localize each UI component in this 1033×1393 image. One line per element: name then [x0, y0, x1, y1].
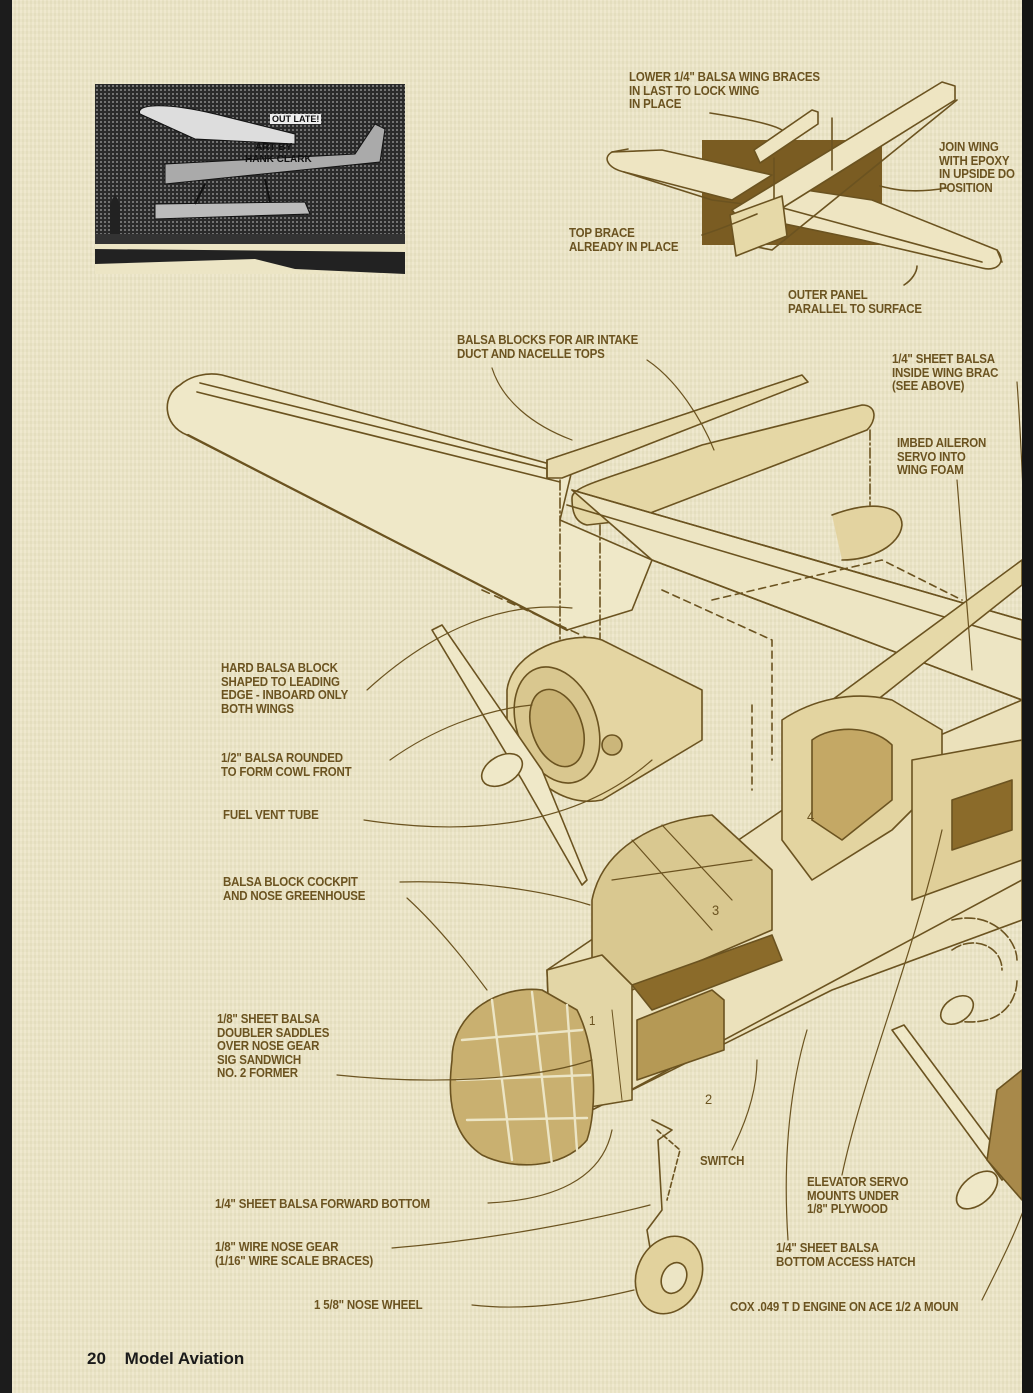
nose-greenhouse [449, 988, 595, 1167]
label-elevator-servo: ELEVATOR SERVO MOUNTS UNDER 1/8" PLYWOOD [807, 1175, 909, 1216]
label-hard-balsa: HARD BALSA BLOCK SHAPED TO LEADING EDGE … [221, 661, 349, 716]
label-sheet-balsa-inside: 1/4" SHEET BALSA INSIDE WING BRAC (SEE A… [892, 352, 999, 393]
left-nacelle [431, 624, 703, 886]
label-forward-bottom: 1/4" SHEET BALSA FORWARD BOTTOM [215, 1197, 430, 1211]
label-engine: COX .049 T D ENGINE ON ACE 1/2 A MOUN [730, 1300, 959, 1314]
label-nose-wheel: 1 5/8" NOSE WHEEL [314, 1298, 423, 1312]
label-nose-gear: 1/8" WIRE NOSE GEAR (1/16" WIRE SCALE BR… [215, 1240, 374, 1268]
label-lower-braces: LOWER 1/4" BALSA WING BRACES IN LAST TO … [629, 70, 820, 111]
label-imbed-aileron: IMBED AILERON SERVO INTO WING FOAM [897, 436, 987, 477]
magazine-name: Model Aviation [124, 1349, 245, 1368]
former-number-1: 1 [589, 1014, 596, 1028]
label-top-brace: TOP BRACE ALREADY IN PLACE [569, 226, 679, 254]
former-number-3: 3 [712, 902, 719, 918]
left-wing [166, 373, 653, 641]
label-cowl-front: 1/2" BALSA ROUNDED TO FORM COWL FRONT [221, 751, 352, 779]
label-outer-panel: OUTER PANEL PARALLEL TO SURFACE [788, 288, 922, 316]
magazine-page: OUT LATE! ART BY HANK CLARK 1 2 3 4 LOWE… [12, 0, 1022, 1393]
label-balsa-blocks: BALSA BLOCKS FOR AIR INTAKE DUCT AND NAC… [457, 333, 639, 361]
construction-drawing [166, 81, 1022, 1315]
right-engine [891, 917, 1022, 1210]
label-access-hatch: 1/4" SHEET BALSA BOTTOM ACCESS HATCH [776, 1241, 916, 1269]
cartoon-credit-line2: HANK CLARK [245, 154, 312, 165]
scan-edge [1022, 0, 1033, 1393]
label-cockpit: BALSA BLOCK COCKPIT AND NOSE GREENHOUSE [223, 875, 366, 903]
page-number: 20 [87, 1349, 106, 1368]
nacelle-top-blocks [546, 374, 875, 641]
former-number-4: 4 [807, 808, 814, 824]
label-doubler: 1/8" SHEET BALSA DOUBLER SADDLES OVER NO… [217, 1012, 330, 1080]
former-number-2: 2 [705, 1091, 712, 1107]
label-switch: SWITCH [700, 1154, 745, 1168]
nose-gear [634, 1119, 704, 1315]
wing-joining-inset [606, 81, 1003, 286]
center-wing [566, 489, 1022, 791]
label-fuel-vent: FUEL VENT TUBE [223, 808, 319, 822]
fuselage [546, 695, 1022, 1111]
cartoon-credit-line1: ART BY [255, 142, 293, 153]
leader-lines [336, 359, 1022, 1308]
cartoon-speech-bubble: OUT LATE! [270, 114, 322, 124]
label-join-wing: JOIN WING WITH EPOXY IN UPSIDE DO POSITI… [939, 140, 1015, 195]
page-footer: 20 Model Aviation [87, 1349, 244, 1369]
cartoon-inset: OUT LATE! ART BY HANK CLARK [95, 84, 405, 274]
